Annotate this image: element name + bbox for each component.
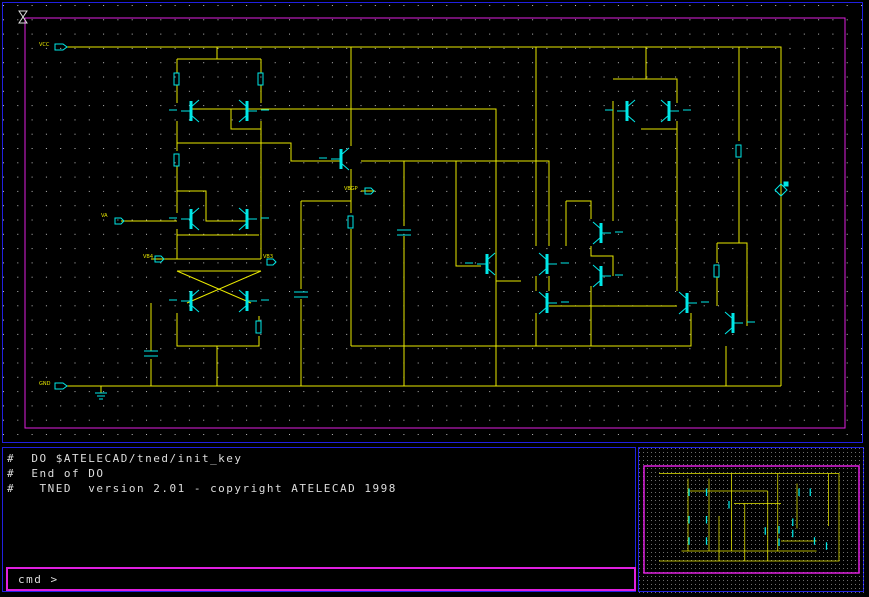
port-vbgp-label: VBGP — [344, 186, 358, 192]
transistor-icon[interactable] — [660, 99, 691, 123]
overview-frame — [643, 465, 860, 574]
port-vbgp[interactable]: VBGP — [344, 186, 375, 195]
resistors — [173, 72, 742, 334]
port-gnd[interactable]: GND — [39, 381, 68, 390]
transistor-icon[interactable] — [592, 264, 623, 288]
port-vcc-label: VCC — [39, 42, 50, 48]
port-vb3[interactable]: VB3 — [263, 254, 277, 266]
transistor-icon[interactable] — [238, 207, 269, 231]
transistor-icon[interactable] — [465, 252, 496, 276]
ground-icon — [95, 392, 107, 400]
overview-map[interactable] — [639, 448, 865, 593]
transistor-icon[interactable] — [169, 289, 200, 313]
sheet-frame — [24, 17, 846, 429]
command-prompt: cmd > — [18, 573, 59, 586]
console-line: # DO $ATELECAD/tned/init_key — [7, 452, 243, 465]
port-vb4-label: VB4 — [143, 254, 153, 260]
port-vb4[interactable]: VB4 — [143, 254, 165, 263]
overview-panel[interactable] — [638, 447, 865, 593]
probe-icon[interactable] — [774, 181, 789, 197]
transistor-icon[interactable] — [678, 291, 709, 315]
transistor-icon[interactable] — [724, 311, 755, 335]
transistors — [169, 99, 755, 335]
origin-marker-icon — [18, 10, 28, 24]
transistor-icon[interactable] — [238, 289, 269, 313]
port-vb3-label: VB3 — [263, 254, 273, 260]
capacitors — [144, 229, 411, 357]
wires — [66, 46, 782, 393]
transistor-icon[interactable] — [169, 99, 200, 123]
transistor-icon[interactable] — [238, 99, 269, 123]
port-vcc[interactable]: VCC — [39, 42, 68, 51]
transistor-icon[interactable] — [592, 221, 623, 245]
port-va[interactable]: VA — [101, 213, 125, 225]
console-line: # TNED version 2.01 - copyright ATELECAD… — [7, 482, 397, 495]
schematic-panel[interactable]: VCC GND VA VB4 VB3 VBGP — [2, 2, 864, 444]
transistor-icon[interactable] — [538, 252, 569, 276]
console-panel: # DO $ATELECAD/tned/init_key # End of DO… — [2, 447, 636, 592]
port-gnd-label: GND — [39, 381, 51, 387]
command-input[interactable]: cmd > — [6, 567, 636, 591]
transistor-icon[interactable] — [538, 291, 569, 315]
port-va-label: VA — [101, 213, 108, 219]
schematic-canvas[interactable]: VCC GND VA VB4 VB3 VBGP — [3, 3, 864, 444]
transistor-icon[interactable] — [319, 147, 350, 171]
transistor-icon[interactable] — [169, 207, 200, 231]
console-line: # End of DO — [7, 467, 105, 480]
transistor-icon[interactable] — [605, 99, 636, 123]
